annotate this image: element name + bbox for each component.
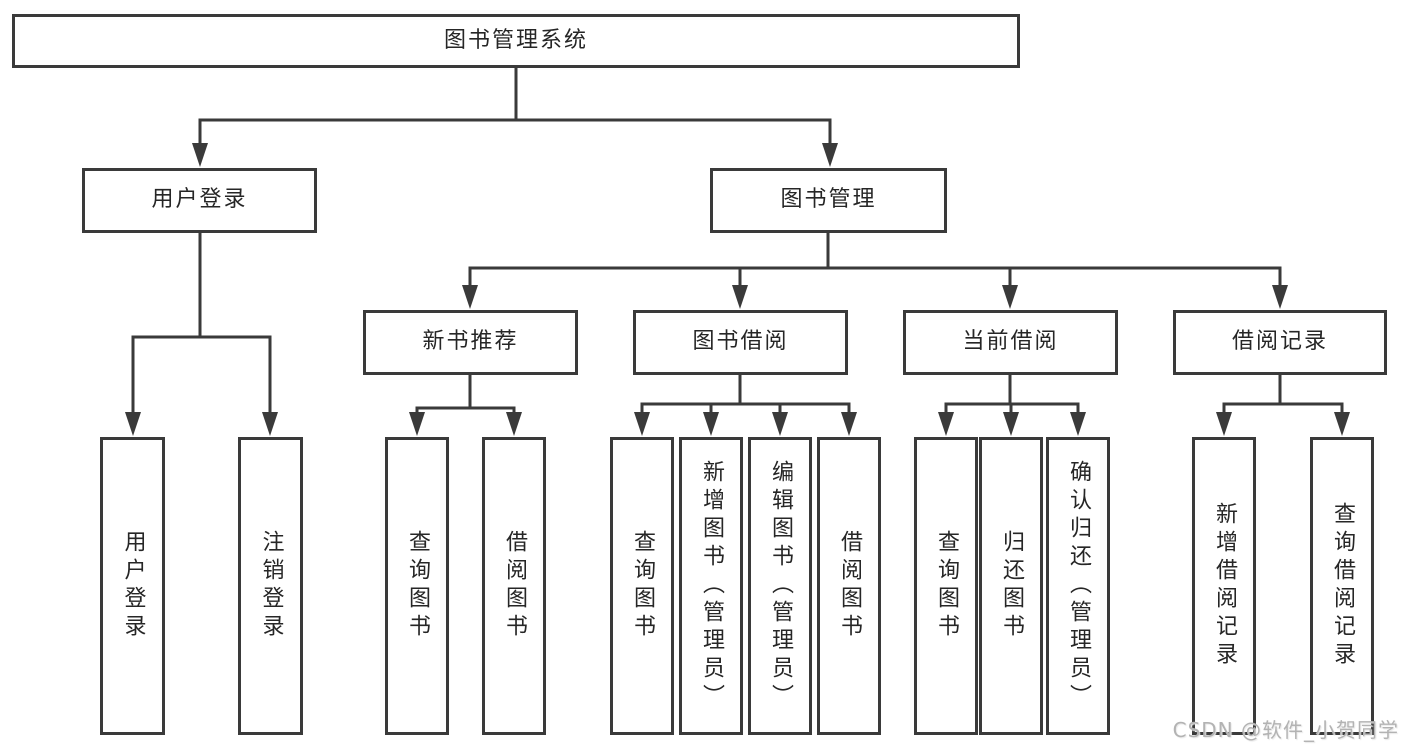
node-user-login: 用户登录	[82, 168, 317, 233]
leaf-return-book: 归还图书	[979, 437, 1043, 735]
leaf-query-books-recommend: 查询图书	[385, 437, 449, 735]
leaf-user-login: 用户登录	[100, 437, 165, 735]
leaf-add-book-admin: 新增图书（管理员）	[679, 437, 743, 735]
node-library-system: 图书管理系统	[12, 14, 1020, 68]
leaf-add-borrow-record: 新增借阅记录	[1192, 437, 1256, 735]
leaf-query-borrow-record: 查询借阅记录	[1310, 437, 1374, 735]
leaf-query-books-borrow: 查询图书	[610, 437, 674, 735]
arrowhead-icons	[125, 143, 1350, 436]
leaf-logout: 注销登录	[238, 437, 303, 735]
leaf-edit-book-admin: 编辑图书（管理员）	[748, 437, 812, 735]
node-borrow-records: 借阅记录	[1173, 310, 1387, 375]
node-book-management: 图书管理	[710, 168, 947, 233]
leaf-borrow-books-recommend: 借阅图书	[482, 437, 546, 735]
node-current-borrow: 当前借阅	[903, 310, 1118, 375]
csdn-watermark: CSDN @软件_小贺同学	[1172, 718, 1399, 742]
leaf-confirm-return-admin: 确认归还（管理员）	[1046, 437, 1110, 735]
leaf-borrow-books: 借阅图书	[817, 437, 881, 735]
leaf-query-books-current: 查询图书	[914, 437, 978, 735]
node-book-borrow: 图书借阅	[633, 310, 848, 375]
node-new-book-recommend: 新书推荐	[363, 310, 578, 375]
